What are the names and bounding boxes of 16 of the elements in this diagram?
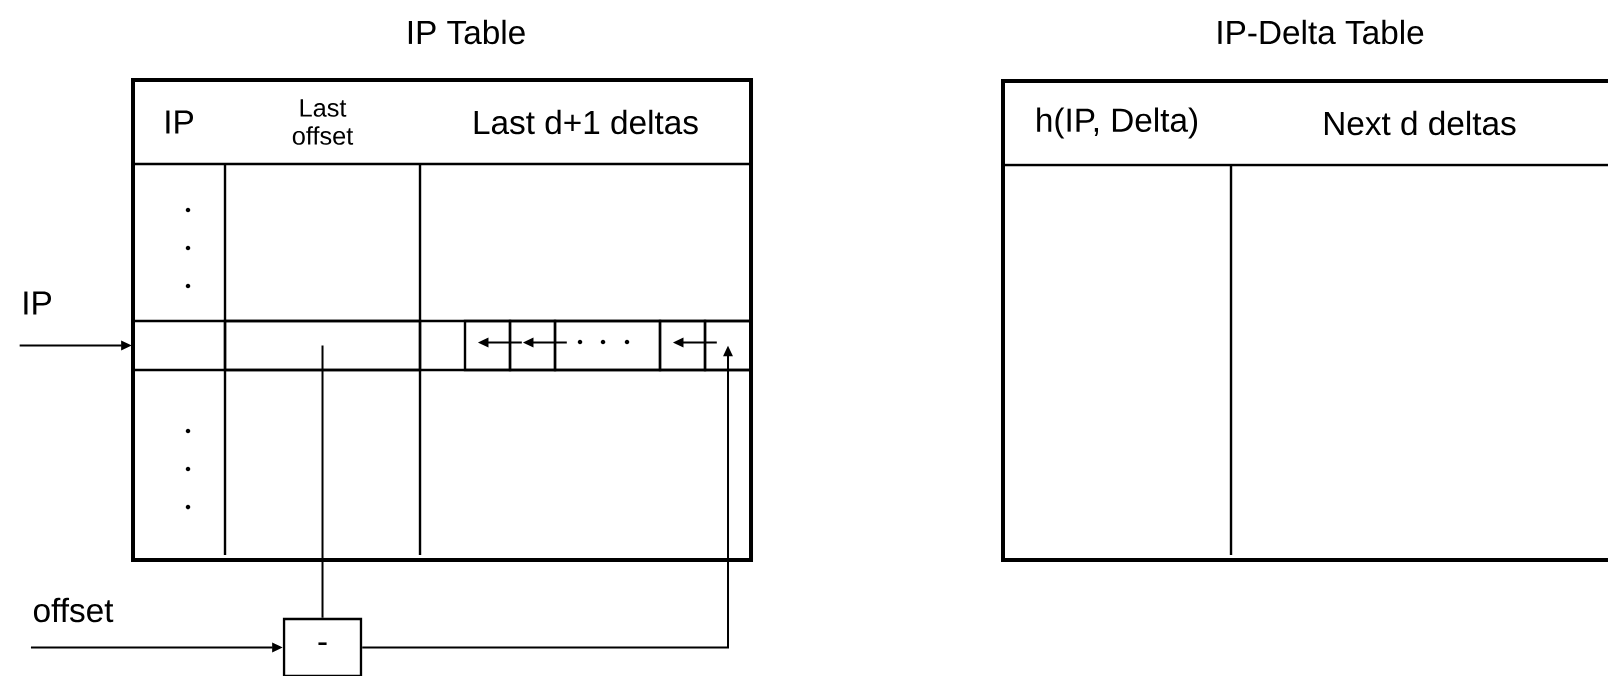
- delta-slot: [553, 319, 662, 372]
- header-cell: IP: [166, 110, 193, 134]
- delta-slot: [463, 319, 512, 372]
- input-label: offset: [33, 597, 114, 623]
- delta-slot: [703, 319, 753, 372]
- header-cell: Next d deltas: [1324, 110, 1516, 136]
- delta-slot: [658, 319, 707, 372]
- table-cell: [223, 319, 422, 372]
- header-cell: Last offset: [292, 99, 354, 145]
- table-title: IP-Delta Table: [1218, 19, 1424, 45]
- table-title: IP Table: [408, 19, 525, 45]
- input-label: IP: [24, 291, 51, 315]
- subtractor-box: -: [282, 617, 363, 676]
- delta-slot: [508, 319, 557, 372]
- header-cell: h(IP, Delta): [1037, 107, 1198, 139]
- header-cell: Last d+1 deltas: [474, 109, 698, 135]
